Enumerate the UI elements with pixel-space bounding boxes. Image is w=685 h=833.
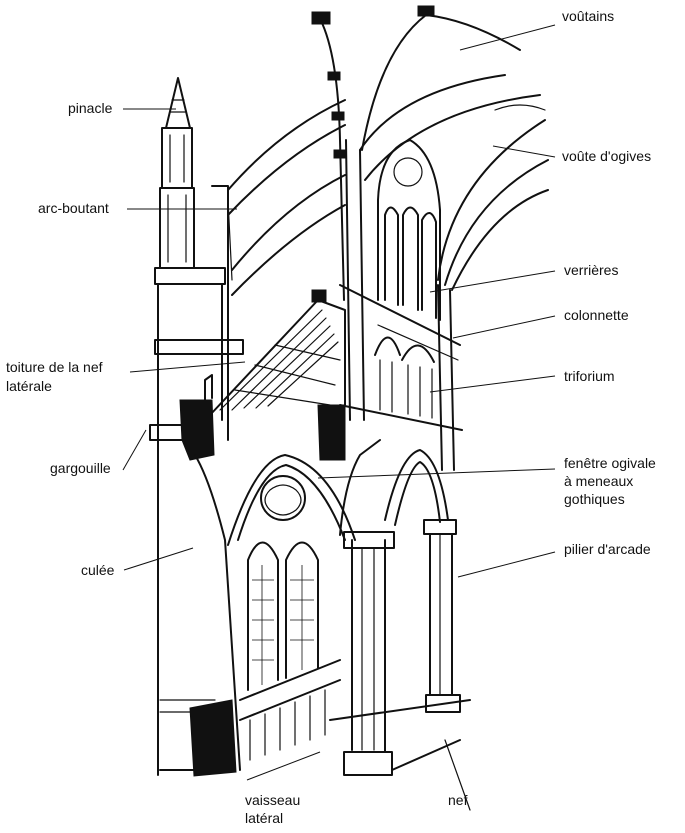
label-arc-boutant: arc-boutant bbox=[38, 200, 109, 216]
leader-voutains bbox=[459, 24, 556, 51]
leader-culee bbox=[123, 547, 194, 571]
leader-colonnette bbox=[452, 315, 556, 339]
leader-gargouille bbox=[122, 429, 147, 471]
leader-verrieres bbox=[429, 270, 556, 293]
label-verrieres: verrières bbox=[564, 262, 618, 278]
gargoyle-drawing bbox=[179, 399, 346, 461]
leader-toiture bbox=[129, 361, 246, 373]
pinnacle-drawing bbox=[159, 77, 195, 269]
label-vaisseau-line2: latéral bbox=[245, 810, 283, 826]
label-voute-ogives: voûte d'ogives bbox=[562, 148, 651, 164]
label-colonnette: colonnette bbox=[564, 307, 629, 323]
label-toiture-line1: toiture de la nef bbox=[6, 359, 103, 375]
label-gargouille: gargouille bbox=[50, 460, 111, 476]
label-fenetre-line2: à meneaux bbox=[564, 473, 633, 489]
buttress-drawing bbox=[149, 185, 244, 776]
aisle-roof-drawing bbox=[204, 289, 346, 416]
label-toiture-line2: latérale bbox=[6, 378, 52, 394]
label-pinacle: pinacle bbox=[68, 100, 113, 116]
triforium-drawing bbox=[339, 284, 463, 431]
label-culee: culée bbox=[81, 562, 115, 578]
label-fenetre-line3: gothiques bbox=[564, 491, 625, 507]
label-voutains: voûtains bbox=[562, 8, 614, 24]
labels: voûtains pinacle voûte d'ogives arc-bout… bbox=[6, 8, 656, 826]
flying-buttresses-drawing bbox=[227, 99, 346, 296]
label-triforium: triforium bbox=[564, 368, 615, 384]
leader-fenetre bbox=[317, 468, 556, 479]
clerestory-window-drawing bbox=[377, 139, 459, 361]
arcade-drawing bbox=[329, 439, 471, 811]
leader-vaisseau bbox=[246, 751, 321, 781]
leader-pilier bbox=[457, 551, 556, 578]
leader-voute-ogives bbox=[492, 145, 556, 158]
leader-triforium bbox=[429, 375, 556, 393]
clerestory-drawing bbox=[311, 11, 455, 471]
cathedral-drawing bbox=[149, 5, 549, 811]
label-vaisseau-line1: vaisseau bbox=[245, 792, 300, 808]
label-pilier: pilier d'arcade bbox=[564, 541, 651, 557]
aisle-window-drawing bbox=[189, 454, 356, 777]
label-nef: nef bbox=[448, 792, 468, 808]
leader-lines bbox=[122, 24, 556, 781]
vault-drawing bbox=[359, 5, 549, 291]
label-fenetre-line1: fenêtre ogivale bbox=[564, 455, 656, 471]
